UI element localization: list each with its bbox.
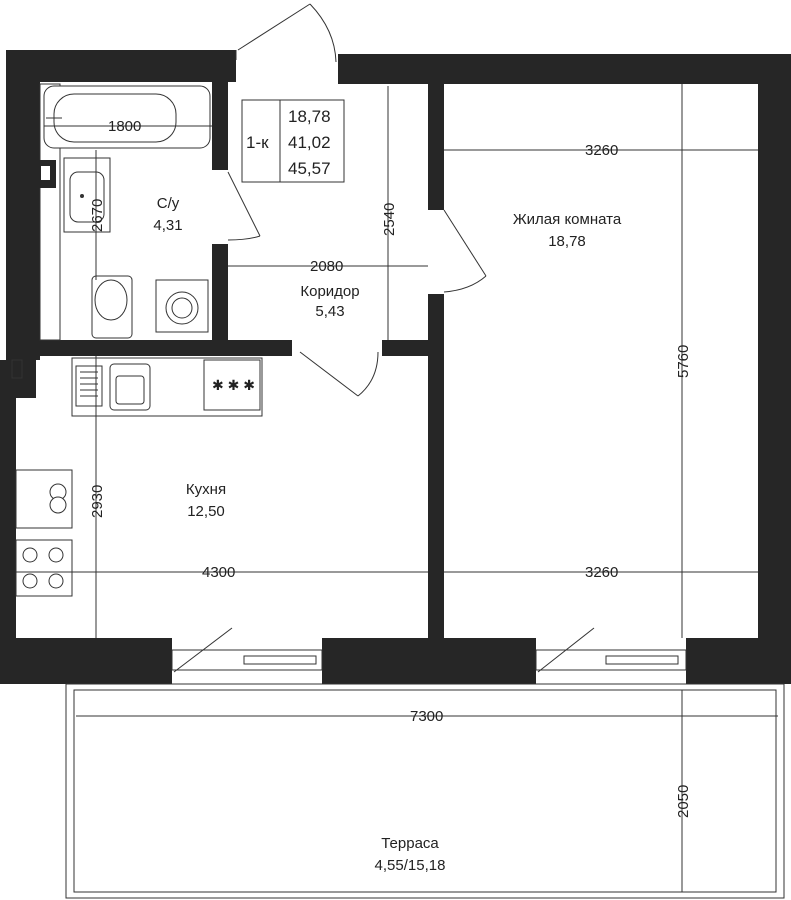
living-area-total: 18,78 xyxy=(288,107,331,126)
oven-burner-marks: ✱ ✱ ✱ xyxy=(212,377,255,393)
wall-bath-kitchen xyxy=(32,340,292,356)
terrace-rail-outer xyxy=(65,683,785,899)
doors xyxy=(173,3,595,673)
dim-living-width-bottom: 3260 xyxy=(585,564,618,581)
dim-bath-height: 2670 xyxy=(89,199,106,232)
room-labels: С/у 4,31 Коридор 5,43 Жилая комната 18,7… xyxy=(153,195,621,874)
room-kitchen-name: Кухня xyxy=(186,481,226,498)
entrance-door-swing xyxy=(309,3,337,63)
dim-living-width-top: 3260 xyxy=(585,142,618,159)
room-bathroom-name: С/у xyxy=(157,195,180,212)
room-terrace-area: 4,55/15,18 xyxy=(375,857,446,874)
entrance-door-leaf xyxy=(237,3,311,51)
wall-top-right xyxy=(338,54,790,84)
bath-left-inner-wall xyxy=(39,83,61,341)
room-corridor-name: Коридор xyxy=(300,283,359,300)
wall-bottom-left xyxy=(0,638,172,684)
room-bathroom-area: 4,31 xyxy=(153,217,182,234)
room-corridor-area: 5,43 xyxy=(315,303,344,320)
room-kitchen-area: 12,50 xyxy=(187,503,225,520)
bath-door-leaf xyxy=(227,171,261,237)
wall-left-upper xyxy=(6,50,40,360)
shaft-opening xyxy=(41,166,50,180)
dim-kitchen-height: 2930 xyxy=(89,485,106,518)
dim-terrace-depth: 2050 xyxy=(675,785,692,818)
living-window xyxy=(535,649,687,671)
windows xyxy=(171,649,687,671)
total-area: 41,02 xyxy=(288,133,331,152)
wall-left-joint xyxy=(6,340,36,398)
dim-living-height: 5760 xyxy=(675,345,692,378)
terrace-rail-inner xyxy=(73,689,777,893)
kitchen-door-swing xyxy=(357,351,379,397)
room-terrace-name: Терраса xyxy=(381,835,439,852)
total-area-with-terrace: 45,57 xyxy=(288,159,331,178)
dim-corridor-height: 2540 xyxy=(381,203,398,236)
wall-right xyxy=(758,54,791,684)
left-niche xyxy=(11,359,23,379)
wall-living-lower xyxy=(428,294,444,640)
kitchen-drainer xyxy=(75,365,103,407)
kitchen-door-leaf xyxy=(299,351,359,397)
dim-corridor-width: 2080 xyxy=(310,258,343,275)
bath-door-swing xyxy=(227,235,261,241)
room-living-area: 18,78 xyxy=(548,233,586,250)
wall-bottom-right xyxy=(686,638,791,684)
wall-left-lower xyxy=(0,360,16,650)
wall-living-upper xyxy=(428,84,444,210)
wall-top-left xyxy=(6,50,236,82)
dim-bath-width: 1800 xyxy=(108,118,141,135)
dim-terrace-width: 7300 xyxy=(410,708,443,725)
apartment-info-box: 1-к 18,78 41,02 45,57 xyxy=(241,99,345,183)
wall-bath-corridor-upper xyxy=(212,82,228,170)
kitchen-window xyxy=(171,649,323,671)
terrace-outline xyxy=(65,683,785,899)
kitchen-oven xyxy=(203,359,261,411)
apartment-type: 1-к xyxy=(246,133,269,152)
fixtures: ✱ ✱ ✱ xyxy=(15,85,263,597)
dimension-lines: 1800 2670 2080 2540 3260 5760 3260 2930 … xyxy=(16,84,778,892)
wall-bath-corridor-lower xyxy=(212,244,228,344)
dim-kitchen-width: 4300 xyxy=(202,564,235,581)
living-door-swing xyxy=(443,275,487,293)
living-door-leaf xyxy=(443,209,487,277)
cooktop xyxy=(15,539,73,597)
room-living-name: Жилая комната xyxy=(513,211,622,228)
wall-bottom-mid xyxy=(322,638,536,684)
walls xyxy=(0,50,791,684)
wall-corridor-kitchen-right xyxy=(382,340,432,356)
